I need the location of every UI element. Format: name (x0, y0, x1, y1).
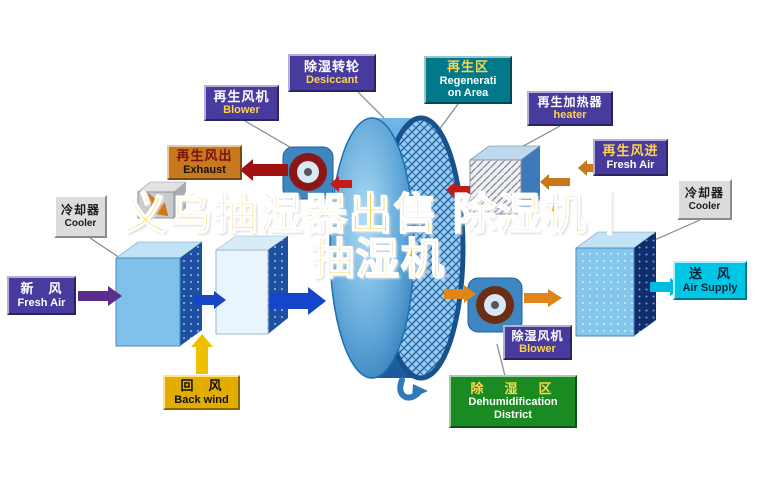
label-regen-blower: 再生风机 Blower (204, 85, 279, 121)
label-air-supply-en: Air Supply (682, 281, 738, 294)
label-back-wind-en: Back wind (174, 393, 229, 406)
label-back-wind-zh: 回 风 (180, 378, 223, 394)
label-exhaust: 再生风出 Exhaust (167, 145, 242, 180)
label-regeneration-area: 再生区 Regenerati on Area (424, 56, 512, 104)
regen-blower-graphic (282, 146, 334, 200)
label-fresh-air: 新 风 Fresh Air (7, 276, 76, 315)
label-cooler-left: 冷却器 Cooler (54, 195, 107, 238)
label-regen-blower-zh: 再生风机 (213, 88, 270, 104)
label-air-supply-zh: 送 风 (688, 266, 731, 282)
label-regeneration-area-en2: on Area (447, 87, 489, 100)
label-regen-heater-zh: 再生加热器 (537, 94, 603, 109)
return-air-box-graphic (215, 235, 289, 335)
label-cooler-left-zh: 冷却器 (60, 203, 100, 218)
exhaust-duct-graphic (137, 181, 187, 219)
label-dehumid-blower: 除湿风机 Blower (503, 325, 572, 360)
label-exhaust-en: Exhaust (183, 163, 226, 176)
label-fresh-air-en: Fresh Air (17, 296, 66, 309)
label-dehumid-district-zh: 除 湿 区 (470, 380, 556, 396)
arrow-duct-diagonal-orange (143, 193, 169, 217)
label-cooler-right-en: Cooler (688, 200, 721, 212)
arrow-heater-to-rotor-red (446, 182, 470, 198)
label-regen-heater-en: heater (553, 109, 587, 122)
label-regen-heater: 再生加热器 heater (527, 91, 613, 126)
label-regeneration-area-en1: Regenerati (439, 74, 497, 87)
label-regeneration-area-zh: 再生区 (446, 59, 489, 75)
label-regen-fresh-air-zh: 再生风进 (602, 143, 659, 159)
arrow-rotor-exhaust-red (330, 176, 352, 192)
regen-heater-graphic (469, 145, 541, 215)
arrow-exhaust-darkred (240, 159, 288, 181)
arrow-rotor-to-blower-orange (444, 285, 476, 303)
rotation-indicator-icon (397, 377, 428, 401)
label-fresh-air-zh: 新 风 (20, 281, 63, 297)
label-dehumid-blower-en: Blower (519, 343, 556, 356)
arrow-blower-out-orange (524, 289, 562, 307)
label-desiccant-en: Desiccant (306, 74, 358, 87)
label-regen-blower-en: Blower (223, 104, 260, 117)
label-back-wind: 回 风 Back wind (163, 375, 240, 410)
label-dehumid-blower-zh: 除湿风机 (511, 328, 564, 343)
label-dehumid-district-en2: District (494, 408, 532, 421)
label-desiccant-zh: 除湿转轮 (303, 58, 360, 74)
label-cooler-left-en: Cooler (64, 217, 97, 229)
process-cooler-graphic (115, 241, 203, 347)
arrow-process-1-blue (194, 291, 226, 309)
label-cooler-right-zh: 冷却器 (684, 186, 724, 201)
supply-cooler-graphic (575, 231, 657, 337)
desiccant-rotor-graphic (329, 115, 466, 381)
label-dehumid-district: 除 湿 区 Dehumidification District (449, 375, 577, 428)
arrow-fresh-air-purple (78, 286, 122, 306)
label-regen-fresh-air-en: Fresh Air (606, 158, 655, 171)
arrow-return-up-yellow (191, 334, 213, 374)
label-dehumid-district-en1: Dehumidification (468, 396, 558, 409)
label-cooler-right: 冷却器 Cooler (677, 179, 732, 220)
label-air-supply: 送 风 Air Supply (673, 261, 747, 300)
arrow-process-2-blue (270, 287, 326, 315)
process-blower-graphic (467, 277, 523, 333)
label-regen-fresh-air: 再生风进 Fresh Air (593, 139, 668, 176)
arrow-cooler-to-heater-orange (540, 174, 570, 190)
label-desiccant: 除湿转轮 Desiccant (288, 54, 376, 92)
label-exhaust-zh: 再生风出 (176, 148, 233, 164)
